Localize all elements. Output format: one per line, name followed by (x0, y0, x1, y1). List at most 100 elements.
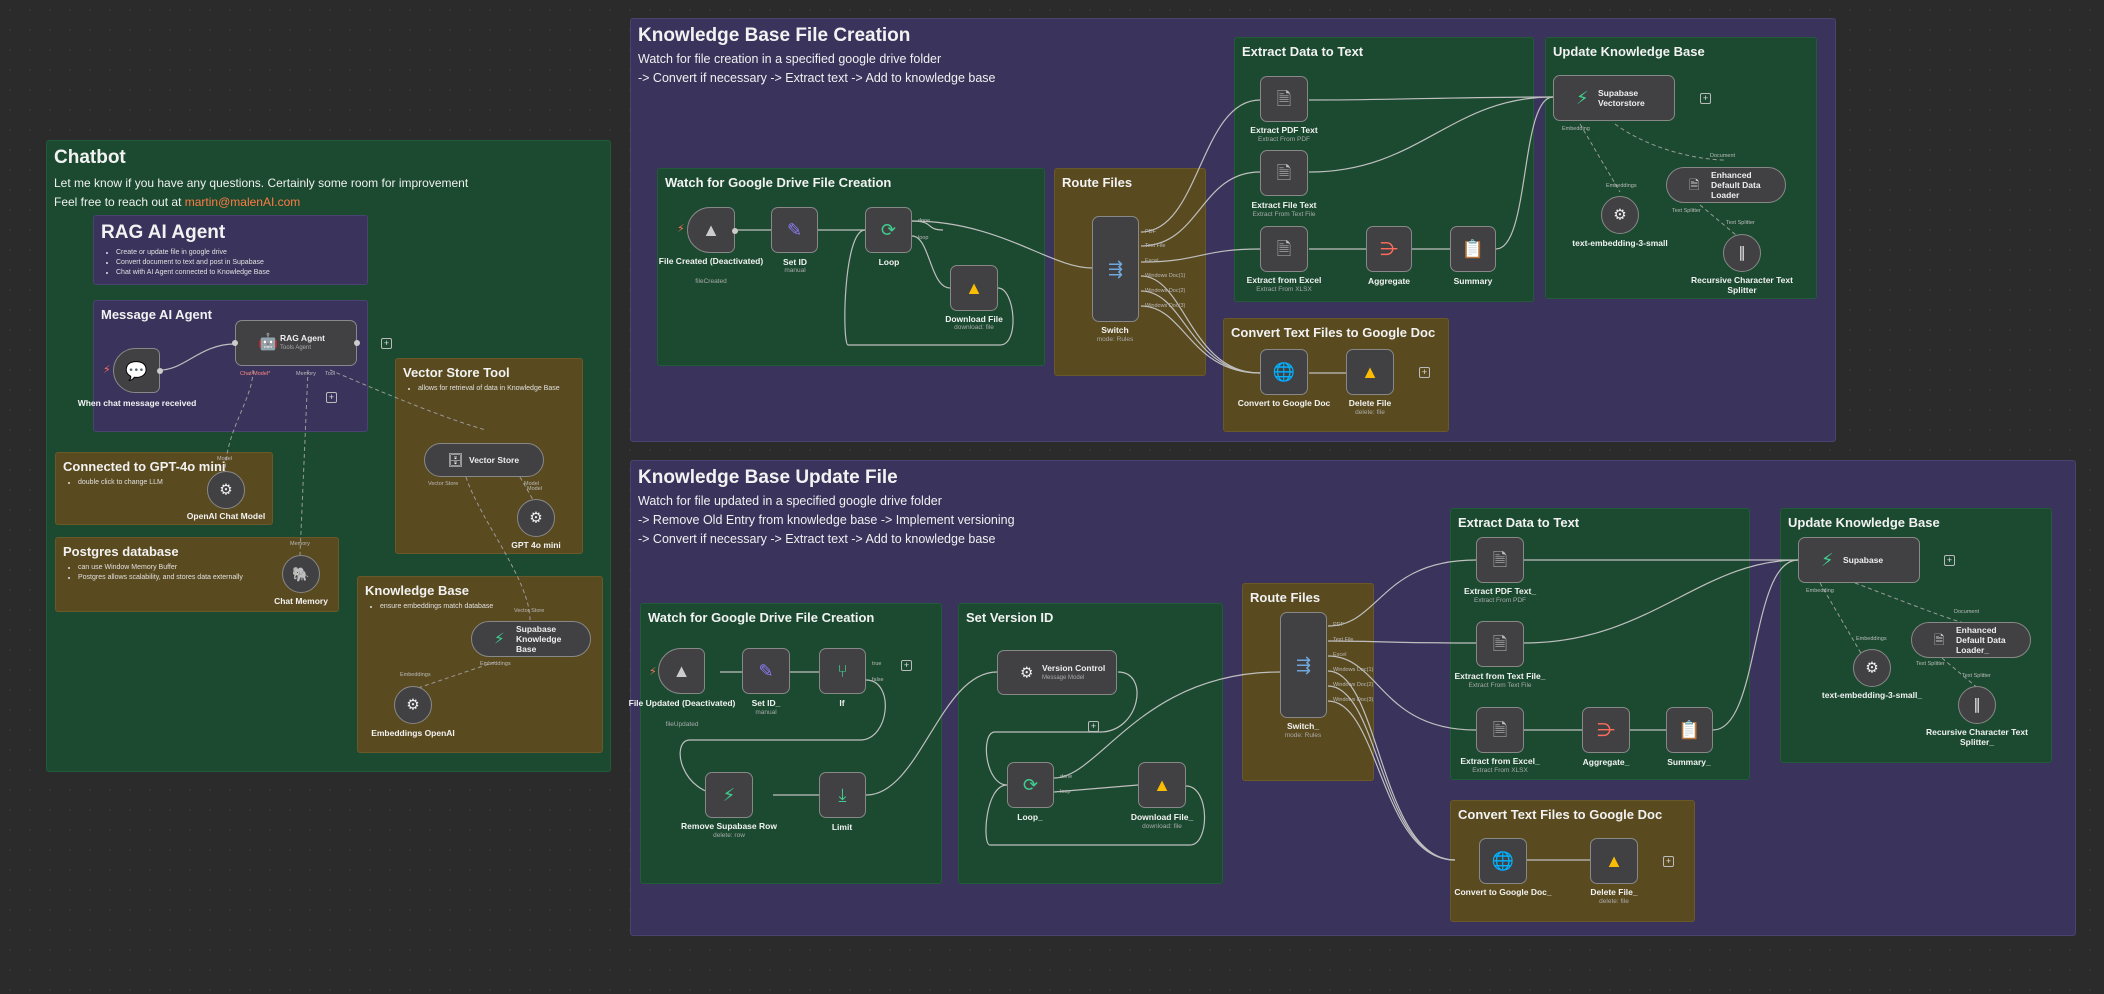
add-node-button[interactable]: + (1419, 367, 1430, 378)
node-switch-2[interactable]: ⇶ (1280, 612, 1327, 718)
node-openai-chat-model[interactable]: ⚙ (207, 471, 245, 509)
node-download-file-2[interactable]: ▲ (1138, 762, 1186, 808)
node-subtitle: Extract From Text File (1252, 211, 1316, 218)
output-port[interactable] (157, 368, 163, 374)
sticky-bullets: Create or update file in google drive Co… (101, 248, 360, 278)
add-node-button[interactable]: + (381, 338, 392, 349)
sub-connection (1941, 657, 1981, 691)
node-extract-excel[interactable]: 🗎 (1260, 226, 1308, 272)
node-extract-text-2[interactable]: 🗎 (1476, 621, 1524, 667)
node-extract-pdf[interactable]: 🗎 (1260, 76, 1308, 122)
node-gpt4o-mini[interactable]: ⚙ (517, 499, 555, 537)
node-file-created[interactable]: ▲ (687, 207, 738, 253)
node-switch[interactable]: ⇶ (1092, 216, 1139, 322)
connection (985, 671, 1138, 786)
sticky-description: Let me know if you have any questions. C… (54, 174, 603, 212)
sticky-bullets: double click to change LLM (63, 478, 265, 488)
node-delete-file[interactable]: ▲ (1346, 349, 1394, 395)
node-summary-2[interactable]: 📋 (1666, 707, 1713, 753)
node-subtitle: Extract From PDF (1257, 136, 1310, 143)
main-connections (159, 96, 1799, 861)
node-title: OpenAI Chat Model (186, 511, 266, 521)
node-download-file[interactable]: ▲ (950, 265, 998, 311)
sticky-set-version[interactable]: Set Version ID (958, 603, 1223, 884)
add-node-button[interactable]: + (1088, 721, 1099, 732)
node-if[interactable]: ⑂ (819, 648, 866, 694)
node-title: Loop (878, 257, 900, 267)
add-tool-button[interactable]: + (326, 392, 337, 403)
port-label: true (872, 661, 882, 667)
node-convert-gdoc[interactable]: 🌐 (1260, 349, 1308, 395)
node-title: Supabase Knowledge Base (516, 624, 562, 654)
contact-email-link[interactable]: martin@malenAI.com (184, 194, 301, 209)
port-label: Model (524, 481, 539, 487)
node-aggregate[interactable]: ⋺ (1366, 226, 1412, 272)
loop-icon: ⟳ (880, 220, 897, 240)
node-text-splitter-2[interactable]: ∥ (1958, 686, 1996, 724)
node-aggregate-2[interactable]: ⋺ (1582, 707, 1630, 753)
node-loop[interactable]: ⟳ (865, 207, 912, 253)
node-title: When chat message received (77, 398, 197, 408)
connection (1140, 305, 1261, 374)
node-convert-gdoc-2[interactable]: 🌐 (1479, 838, 1527, 884)
node-remove-supabase-row[interactable]: ⚡ (705, 772, 753, 818)
node-subtitle: Extract From XLSX (1472, 767, 1528, 774)
node-extract-pdf-2[interactable]: 🗎 (1476, 537, 1524, 583)
node-extract-file[interactable]: 🗎 (1260, 150, 1308, 196)
sticky-rag-agent[interactable]: RAG AI Agent Create or update file in go… (93, 215, 368, 285)
add-node-button[interactable]: + (901, 660, 912, 671)
node-doc-loader[interactable]: 🗎 Enhanced Default Data Loader (1666, 167, 1786, 203)
input-port[interactable] (232, 340, 238, 346)
node-summary[interactable]: 📋 (1450, 226, 1496, 272)
connection (1523, 559, 1799, 644)
node-embeddings-openai[interactable]: ⚙ (394, 686, 432, 724)
switch-icon: ⇶ (1107, 259, 1124, 279)
sticky-title: Route Files (1062, 175, 1133, 190)
sticky-title: Extract Data to Text (1458, 515, 1580, 530)
sticky-title: Postgres database (63, 544, 179, 559)
node-text-embedding[interactable]: ⚙ (1601, 196, 1639, 234)
node-subtitle: Message Model (1042, 674, 1085, 681)
node-vector-store[interactable]: 🗄 Vector Store (424, 443, 544, 477)
add-node-button[interactable]: + (1700, 93, 1711, 104)
node-chat-memory[interactable]: 🐘 (282, 555, 320, 593)
port-label: Windows Doc(1) (1145, 273, 1186, 279)
port-label: done (1060, 774, 1073, 780)
supabase-icon: ⚡ (494, 630, 505, 648)
node-file-updated[interactable]: ▲ (658, 648, 705, 694)
node-subtitle: Tools Agent (280, 345, 312, 351)
node-delete-file-2[interactable]: ▲ (1590, 838, 1638, 884)
node-chat-trigger[interactable]: 💬 (113, 348, 163, 393)
add-node-button[interactable]: + (1944, 555, 1955, 566)
node-loop-2[interactable]: ⟳ (1007, 762, 1054, 808)
connection (1327, 670, 1456, 861)
aggregate-icon: ⋺ (1597, 720, 1615, 740)
node-supabase-knowledge-base[interactable]: ⚡ Supabase Knowledge Base (471, 621, 591, 657)
port-label: Text Splitter (1726, 220, 1755, 226)
node-title: Convert to Google Doc_ (1454, 887, 1552, 897)
output-port[interactable] (354, 340, 360, 346)
node-set-id[interactable]: ✎ (771, 207, 818, 253)
add-node-button[interactable]: + (1663, 856, 1674, 867)
sticky-title: Knowledge Base File Creation (638, 25, 911, 46)
output-port[interactable] (732, 228, 738, 234)
port-label: Document (1954, 609, 1980, 615)
node-doc-loader-2[interactable]: 🗎 Enhanced Default Data Loader_ (1911, 622, 2031, 658)
node-text-embedding-2[interactable]: ⚙ (1853, 649, 1891, 687)
sticky-knowledge-base[interactable]: Knowledge Base ensure embeddings match d… (357, 576, 603, 753)
node-limit[interactable]: ⤓ (819, 772, 866, 818)
sticky-watch-create[interactable]: Watch for Google Drive File Creation (657, 168, 1045, 366)
node-text-splitter[interactable]: ∥ (1723, 234, 1761, 272)
node-subtitle: manual (755, 709, 777, 716)
node-set-id-2[interactable]: ✎ (742, 648, 790, 694)
node-extract-excel-2[interactable]: 🗎 (1476, 707, 1524, 753)
node-supabase-vectorstore[interactable]: ⚡ Supabase Vectorstore (1553, 75, 1675, 121)
node-title: Loop_ (1017, 812, 1043, 822)
sticky-description: Watch for file updated in a specified go… (638, 492, 2068, 549)
node-subtitle: download: file (954, 324, 994, 331)
node-supabase-2[interactable]: ⚡ Supabase (1798, 537, 1920, 583)
openai-icon: ⚙ (1020, 664, 1034, 681)
sub-connection (1614, 123, 1726, 161)
